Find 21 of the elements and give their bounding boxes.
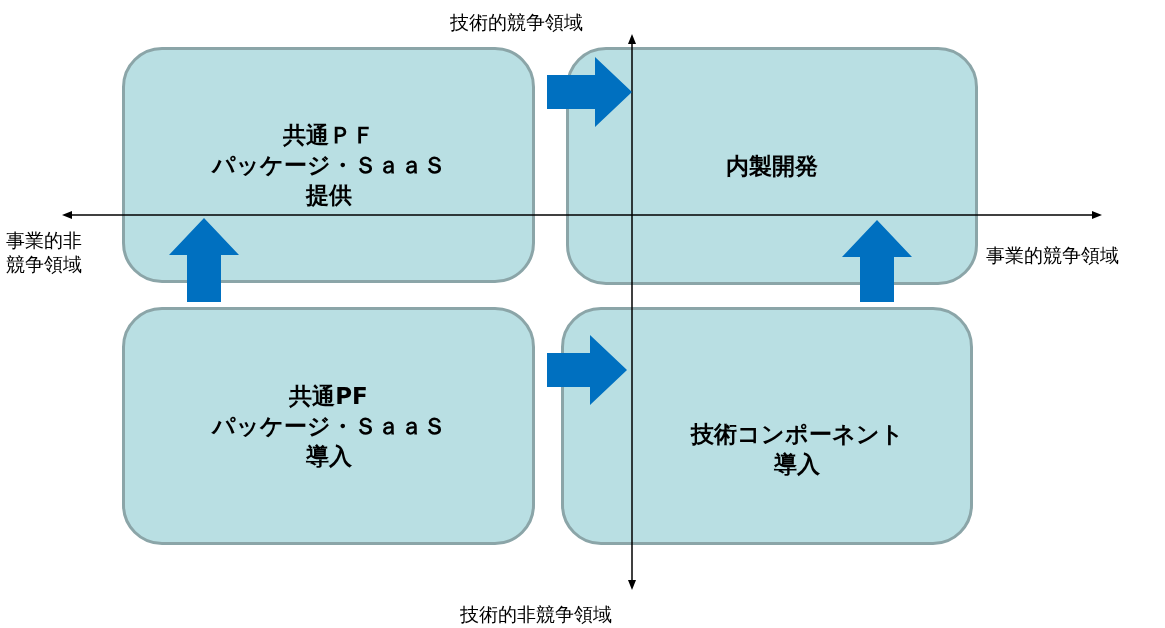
axis-label: 事業的競争領域 — [986, 243, 1119, 268]
axis-label: 事業的非競争領域 — [6, 228, 83, 276]
rounded-box — [122, 47, 535, 283]
rounded-box — [122, 307, 535, 545]
box-text: 導入 — [305, 442, 352, 471]
axis-label: 技術的競争領域 — [450, 10, 583, 35]
box-text: 共通PF — [289, 382, 368, 411]
box-text: 導入 — [774, 449, 820, 479]
rounded-box — [561, 307, 973, 545]
box-text: 技術コンポーネント — [690, 419, 904, 449]
box-text: 提供 — [305, 181, 352, 210]
block-arrow — [169, 218, 239, 302]
box-text: 共通ＰＦ — [282, 121, 375, 150]
box-text: パッケージ・ＳａａＳ — [211, 412, 446, 441]
block-arrow — [842, 220, 912, 302]
axis-label: 技術的非競争領域 — [460, 602, 612, 627]
box-text: パッケージ・ＳａａＳ — [211, 151, 446, 180]
block-arrow — [547, 335, 627, 405]
block-arrow — [547, 57, 632, 127]
box-text: 内製開発 — [726, 152, 818, 181]
rounded-box — [566, 47, 978, 285]
